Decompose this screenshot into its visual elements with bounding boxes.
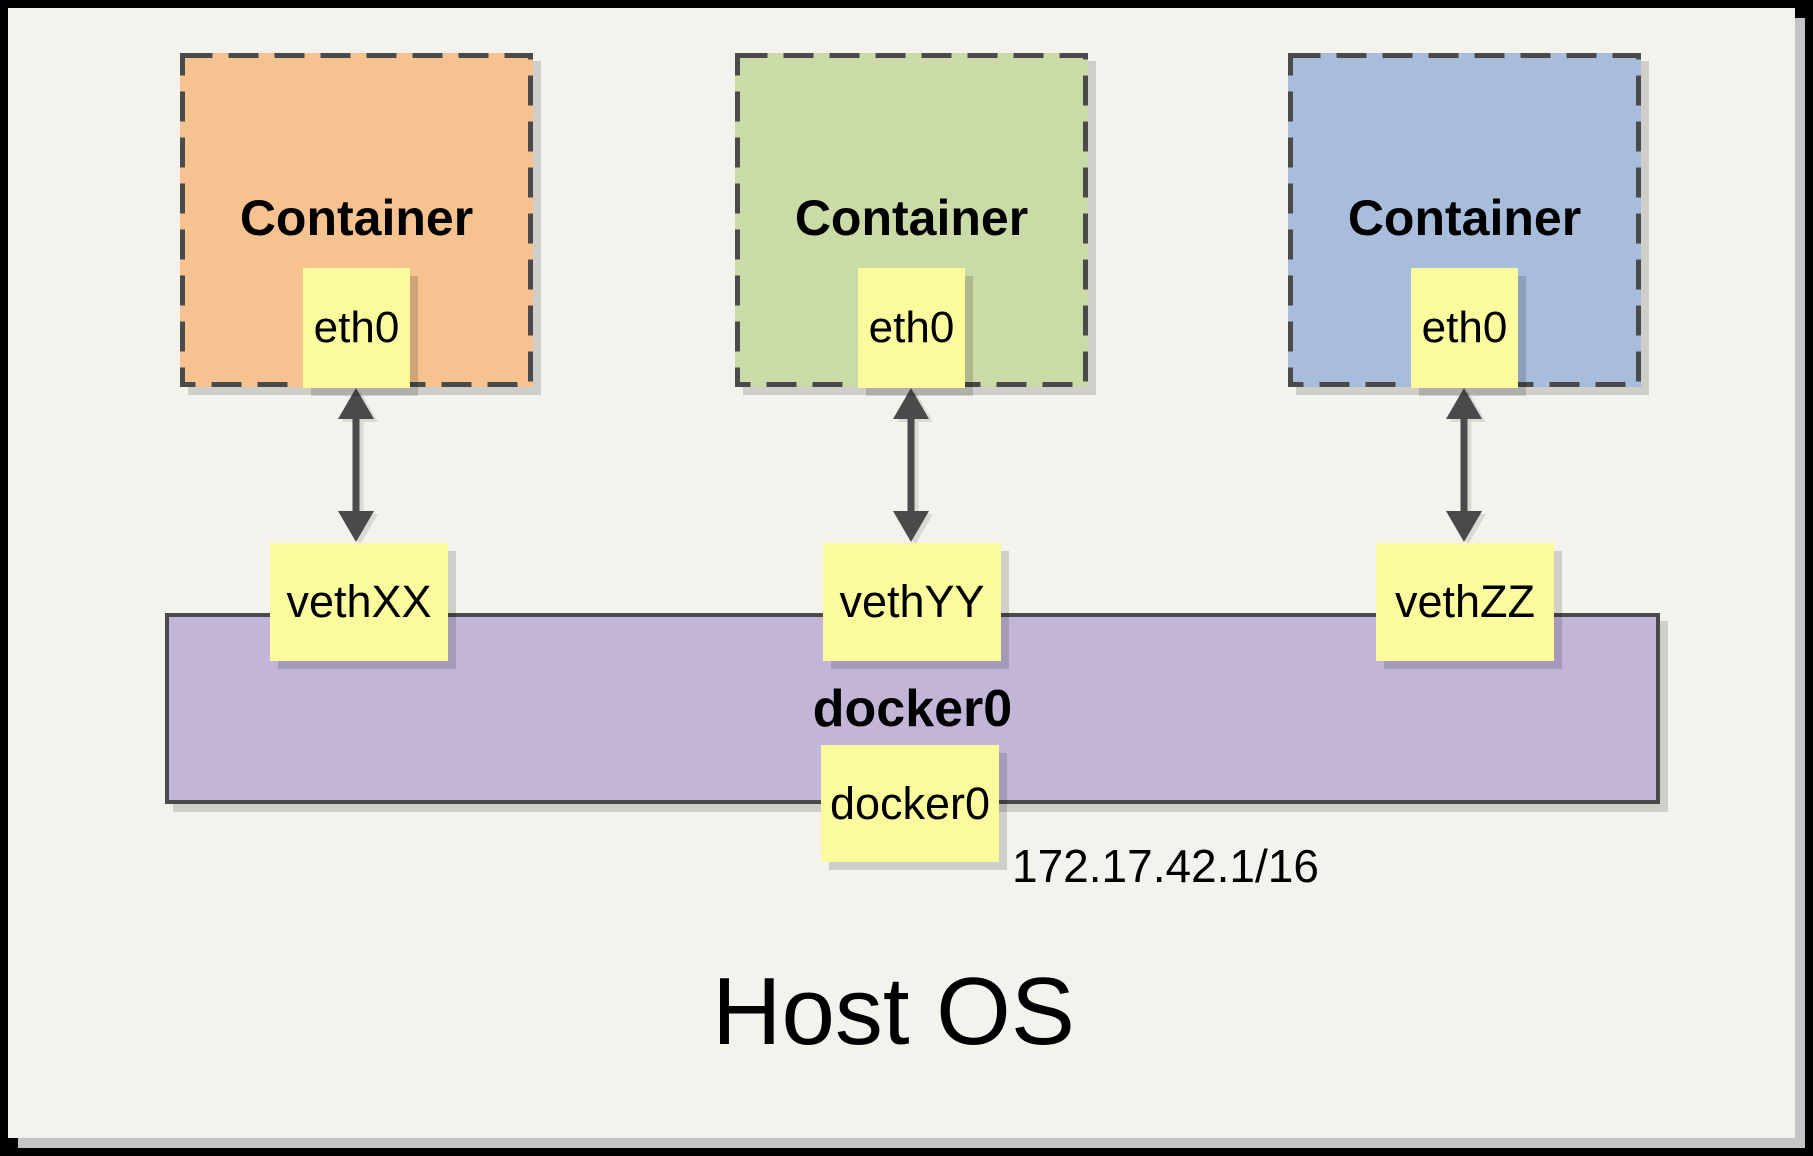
docker0-interface-label: docker0 xyxy=(829,777,991,829)
eth0-label-3: eth0 xyxy=(1421,303,1508,352)
double-arrow-icon xyxy=(338,388,374,542)
vethzz-label: vethZZ xyxy=(1394,576,1536,627)
vethyy-label: vethYY xyxy=(839,576,985,627)
eth0-note-3: eth0 xyxy=(1411,268,1518,388)
vethzz-note: vethZZ xyxy=(1376,543,1554,661)
bridge-ip-label: 172.17.42.1/16 xyxy=(1012,840,1319,892)
double-arrow-icon xyxy=(893,388,929,542)
vethyy-note: vethYY xyxy=(823,543,1001,661)
vethxx-note: vethXX xyxy=(270,543,448,661)
host-os-label: Host OS xyxy=(712,958,1075,1065)
eth0-note-1: eth0 xyxy=(303,268,410,388)
container-3-title: Container xyxy=(1347,190,1582,246)
docker0-bridge-label: docker0 xyxy=(812,680,1013,738)
eth0-label-2: eth0 xyxy=(868,303,955,352)
eth0-note-2: eth0 xyxy=(858,268,965,388)
vethxx-label: vethXX xyxy=(286,576,432,627)
docker0-interface-note: docker0 xyxy=(821,745,999,862)
container-1-title: Container xyxy=(239,190,474,246)
double-arrow-icon xyxy=(1446,388,1482,542)
eth0-label-1: eth0 xyxy=(313,303,400,352)
container-2-title: Container xyxy=(794,190,1029,246)
